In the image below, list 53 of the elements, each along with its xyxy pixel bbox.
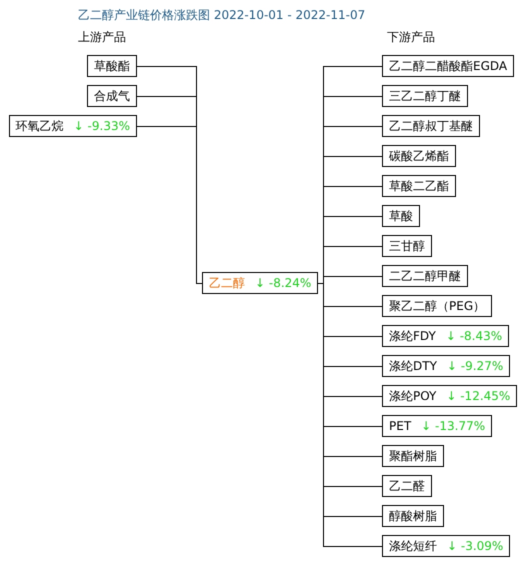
price-change: ↓ -13.77% xyxy=(421,418,486,434)
connector-line xyxy=(136,126,202,284)
product-name: 涤纶FDY xyxy=(389,328,436,344)
product-box xyxy=(382,535,510,557)
product-name: 乙二醛 xyxy=(389,478,425,494)
product-name: 乙二醇 xyxy=(209,275,245,291)
price-change: ↓ -9.33% xyxy=(74,118,130,134)
product-box xyxy=(382,475,432,497)
product-box xyxy=(382,85,468,107)
product-name: 碳酸乙烯酯 xyxy=(389,148,449,164)
product-box xyxy=(382,505,444,527)
section-heading: 下游产品 xyxy=(387,29,435,45)
product-box xyxy=(382,325,510,347)
price-change: ↓ -8.43% xyxy=(446,328,502,344)
product-name: 环氧乙烷 xyxy=(16,118,64,134)
product-box xyxy=(382,115,480,137)
product-box xyxy=(87,85,137,107)
product-box xyxy=(382,355,510,377)
product-box xyxy=(382,55,514,77)
product-name: 聚乙二醇（PEG） xyxy=(389,298,486,314)
section-heading: 上游产品 xyxy=(78,29,126,45)
product-name: 三甘醇 xyxy=(389,238,425,254)
product-name: 乙二醇二醋酸酯EGDA xyxy=(389,58,508,74)
product-name: 乙二醇叔丁基醚 xyxy=(389,118,473,134)
product-box xyxy=(382,205,420,227)
product-name: 二乙二醇甲醚 xyxy=(389,268,461,284)
product-name: 草酸 xyxy=(389,208,413,224)
product-name: 聚酯树脂 xyxy=(389,448,437,464)
price-change: ↓ -3.09% xyxy=(447,538,504,554)
product-name: 三乙二醇丁醚 xyxy=(389,88,461,104)
product-box xyxy=(382,445,444,467)
product-name: 涤纶短纤 xyxy=(389,538,437,554)
product-box xyxy=(87,55,137,77)
product-box xyxy=(382,295,492,317)
product-box xyxy=(382,145,456,167)
product-box xyxy=(382,235,432,257)
product-box xyxy=(382,265,468,287)
product-name: PET xyxy=(389,418,412,434)
price-change: ↓ -12.45% xyxy=(446,388,510,404)
product-name: 草酸酯 xyxy=(94,58,130,74)
product-box xyxy=(382,385,518,407)
product-name: 醇酸树脂 xyxy=(389,508,437,524)
product-name: 草酸二乙酯 xyxy=(389,178,449,194)
product-box xyxy=(8,115,137,137)
product-box xyxy=(382,175,456,197)
hub-product-box xyxy=(202,272,318,294)
price-change: ↓ -9.27% xyxy=(446,358,504,374)
chart-title: 乙二醇产业链价格涨跌图 2022-10-01 - 2022-11-07 xyxy=(78,7,366,23)
price-change: ↓ -8.24% xyxy=(255,275,312,291)
product-box xyxy=(382,415,492,437)
product-name: 涤纶POY xyxy=(389,388,436,404)
product-name: 涤纶DTY xyxy=(389,358,437,374)
product-name: 合成气 xyxy=(94,88,130,104)
